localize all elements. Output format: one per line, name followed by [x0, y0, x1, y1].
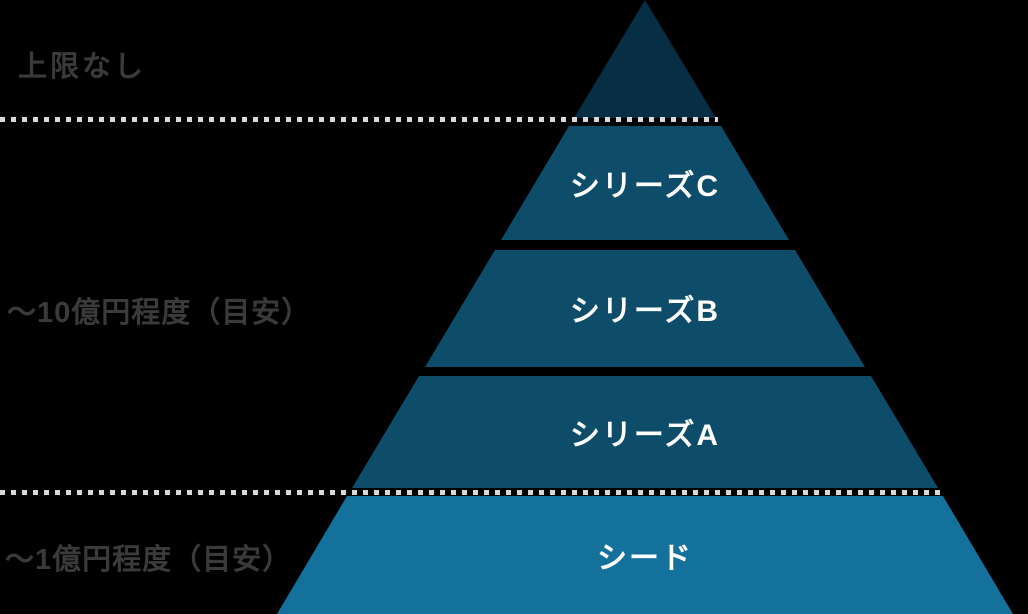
- tier-series-c-label: シリーズC: [569, 170, 721, 203]
- lower-dotted-divider: [0, 490, 941, 495]
- tier-seed-label: シード: [597, 542, 693, 575]
- tier-series-a-shape: [352, 376, 938, 488]
- tier-series-b-label: シリーズB: [569, 295, 721, 328]
- annotation-no-upper-limit: 上限なし: [18, 51, 147, 83]
- tier-series-c-shape: [501, 126, 789, 240]
- annotation-seed-amount-range: ～1億円程度（目安）: [5, 544, 293, 576]
- upper-dotted-divider: [0, 117, 718, 122]
- tier-seed-shape: [277, 496, 1013, 614]
- annotation-series-amount-range: ～10億円程度（目安）: [7, 297, 312, 329]
- tier-series-a-label: シリーズA: [569, 419, 721, 452]
- tier-apex-shape: [574, 0, 716, 118]
- tier-series-b-shape: [425, 250, 865, 367]
